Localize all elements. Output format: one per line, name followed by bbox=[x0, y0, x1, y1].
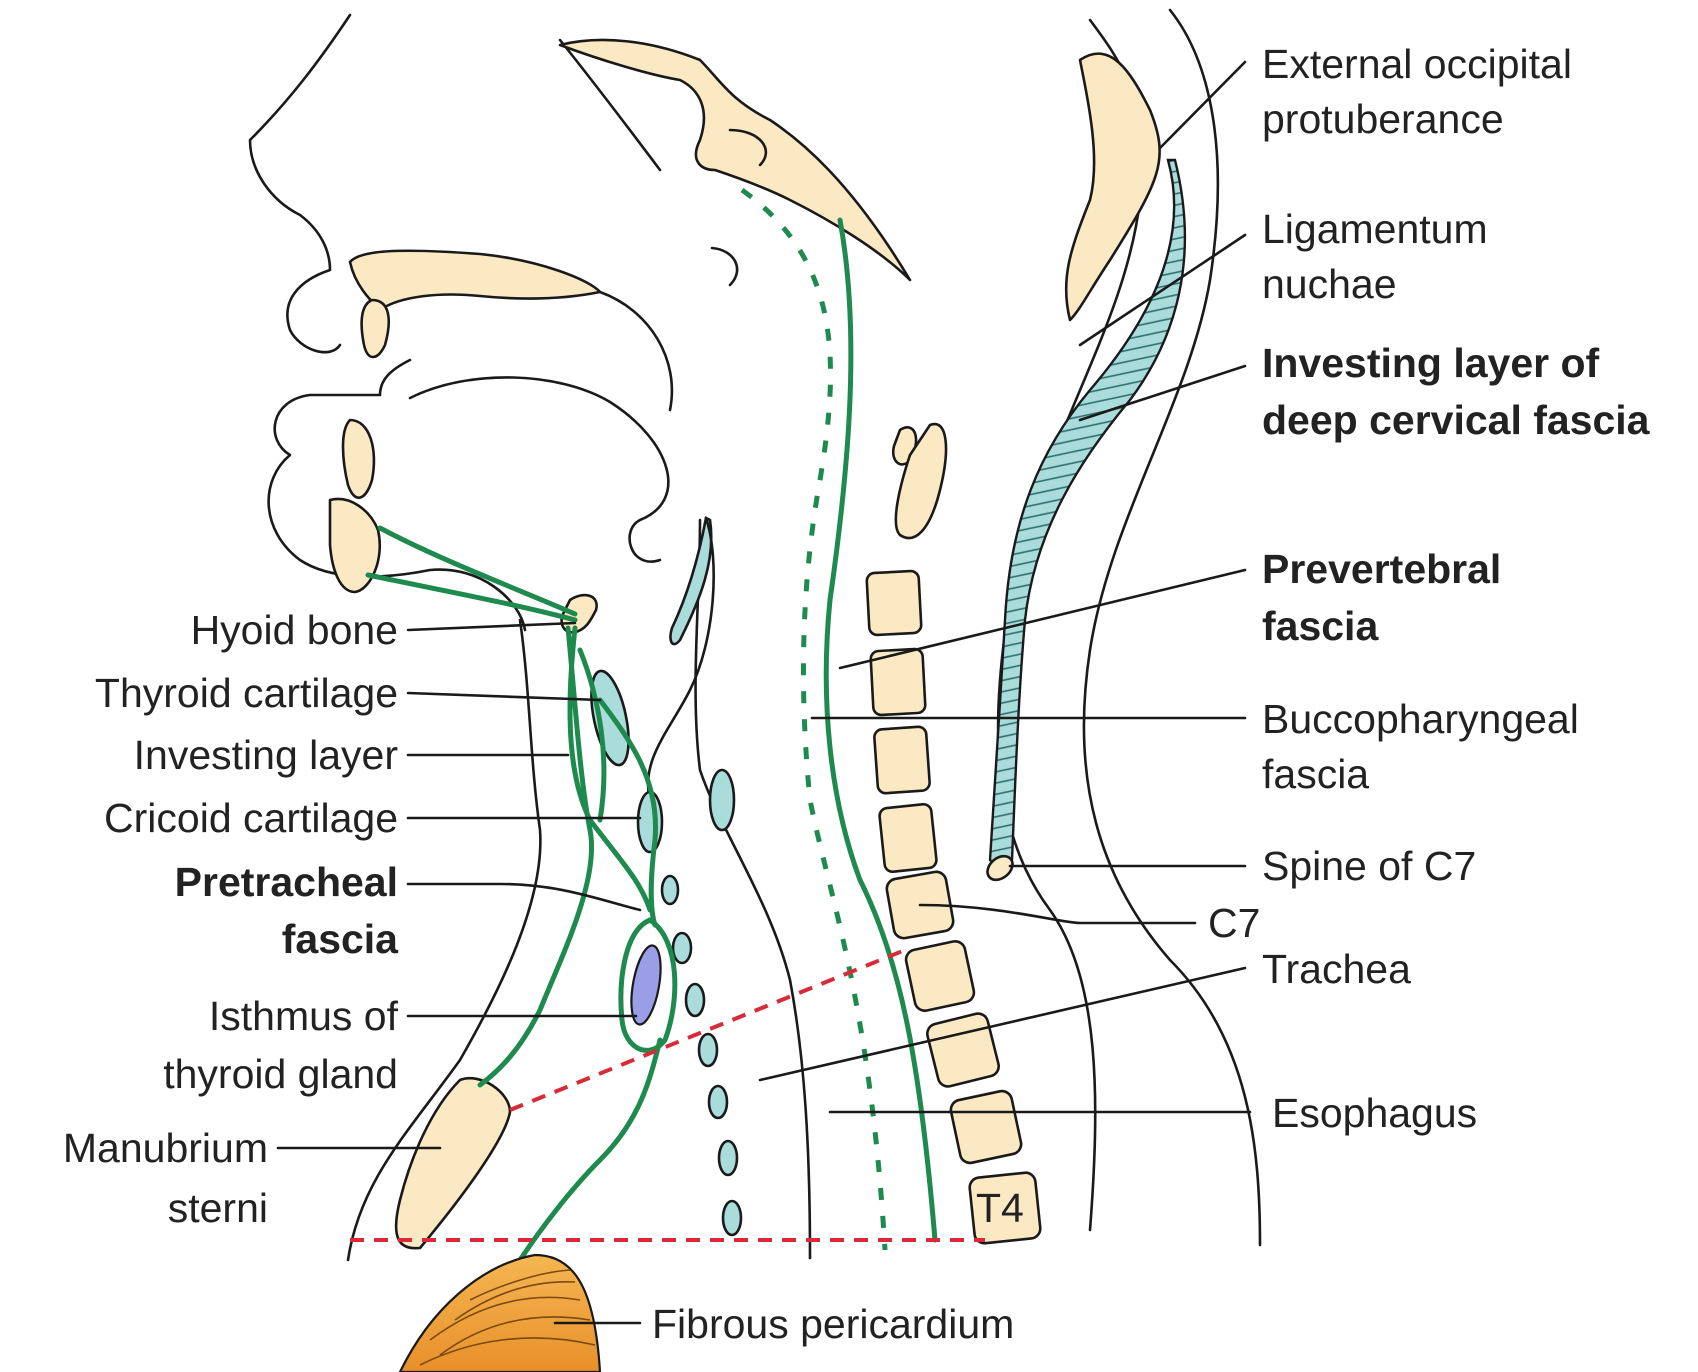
label-manubrium: Manubrium bbox=[63, 1125, 268, 1171]
face-profile bbox=[250, 15, 660, 630]
label-trachea: Trachea bbox=[1262, 946, 1411, 992]
palate-bone bbox=[350, 251, 600, 310]
label-prevertebral-fascia: fascia bbox=[1262, 603, 1379, 649]
label-fibrous-pericardium: Fibrous pericardium bbox=[652, 1301, 1014, 1347]
lower-tooth bbox=[343, 420, 374, 498]
label-buccopharyngeal-fascia: fascia bbox=[1262, 751, 1369, 797]
buccopharyngeal-fascia-line bbox=[742, 190, 885, 1250]
label-spine-of-c7: Spine of C7 bbox=[1262, 843, 1476, 889]
label-investing-layer-deep: Investing layer of bbox=[1262, 340, 1600, 386]
manubrium-bone bbox=[396, 1078, 510, 1248]
fibrous-pericardium bbox=[400, 1255, 600, 1372]
label-nuchae: nuchae bbox=[1262, 261, 1397, 307]
label-isthmus-of: Isthmus of bbox=[209, 993, 399, 1039]
label-pretracheal: Pretracheal bbox=[175, 859, 398, 905]
tongue-outline bbox=[410, 377, 668, 561]
sternal-angle-plane bbox=[510, 950, 905, 1110]
cricoid-cartilage bbox=[638, 792, 662, 852]
label-ligamentum: Ligamentum bbox=[1262, 206, 1488, 252]
label-investing-layer: Investing layer bbox=[134, 732, 398, 778]
label-buccopharyngeal: Buccopharyngeal bbox=[1262, 696, 1579, 742]
epiglottis-cartilage bbox=[670, 518, 711, 644]
skull-base-bone bbox=[560, 40, 910, 280]
label-thyroid-gland: thyroid gland bbox=[163, 1051, 398, 1097]
label-deep-cervical-fascia: deep cervical fascia bbox=[1262, 397, 1651, 443]
label-prevertebral: Prevertebral bbox=[1262, 546, 1501, 592]
label-esophagus: Esophagus bbox=[1272, 1090, 1477, 1136]
label-external-occipital: External occipital bbox=[1262, 41, 1572, 87]
label-sterni: sterni bbox=[168, 1185, 268, 1231]
label-cricoid-cartilage: Cricoid cartilage bbox=[104, 795, 398, 841]
label-thyroid-cartilage: Thyroid cartilage bbox=[95, 670, 398, 716]
tracheal-rings bbox=[662, 876, 741, 1235]
occipital-bone bbox=[1066, 54, 1160, 320]
label-t4: T4 bbox=[976, 1185, 1024, 1231]
label-hyoid-bone: Hyoid bone bbox=[191, 607, 398, 653]
label-pretracheal-fascia: fascia bbox=[282, 916, 399, 962]
upper-tooth bbox=[362, 300, 389, 357]
arytenoid-cartilage bbox=[710, 770, 734, 830]
label-c7: C7 bbox=[1208, 900, 1260, 946]
label-protuberance: protuberance bbox=[1262, 96, 1504, 142]
